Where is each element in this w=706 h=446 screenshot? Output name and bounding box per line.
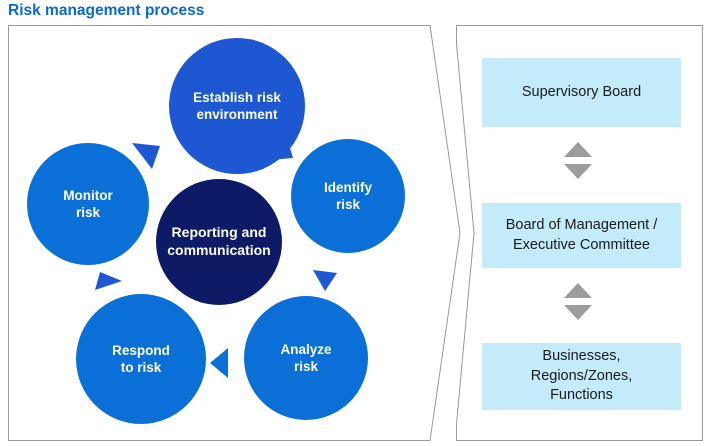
down-arrow-icon xyxy=(564,305,592,320)
cycle-arrow-identify-analyze xyxy=(313,270,337,291)
cycle-step-respond-to-risk: Respond to risk xyxy=(76,294,206,424)
governance-box-businesses-regions-functions: Businesses, Regions/Zones, Functions xyxy=(482,343,681,410)
cycle-arrow-respond-monitor xyxy=(95,272,122,290)
cycle-step-analyze-risk: Analyze risk xyxy=(244,296,368,420)
up-arrow-icon xyxy=(564,142,592,157)
cycle-step-monitor-risk: Monitor risk xyxy=(27,143,149,265)
governance-box-supervisory-board: Supervisory Board xyxy=(482,58,681,127)
down-arrow-icon xyxy=(564,164,592,179)
cycle-center-reporting-communication: Reporting and communication xyxy=(156,179,282,305)
up-arrow-icon xyxy=(564,283,592,298)
cycle-step-identify-risk: Identify risk xyxy=(291,139,405,253)
governance-box-board-of-management: Board of Management / Executive Committe… xyxy=(482,203,681,268)
cycle-arrow-monitor-establish xyxy=(132,143,160,169)
cycle-arrow-analyze-respond xyxy=(210,348,228,378)
page-title: Risk management process xyxy=(8,2,205,19)
cycle-step-establish-risk-environment: Establish risk environment xyxy=(169,38,305,174)
